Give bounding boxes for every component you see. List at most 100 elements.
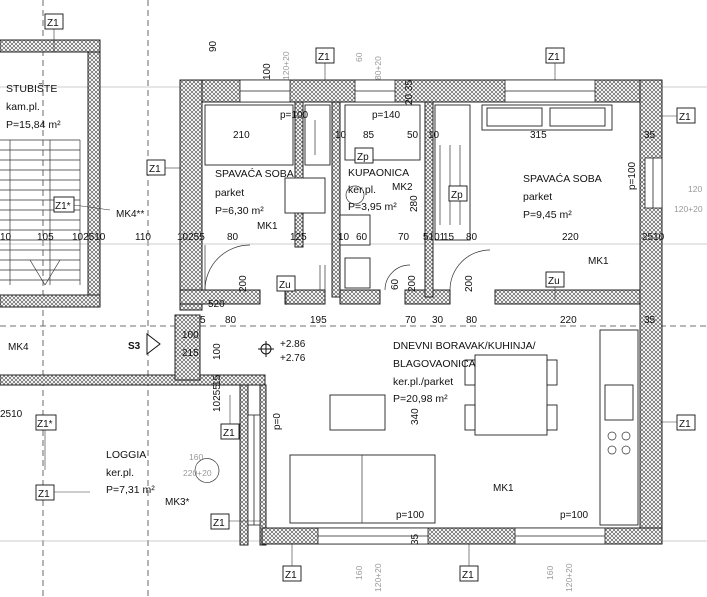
dim: 520 bbox=[208, 299, 225, 310]
dim: 60 bbox=[356, 232, 368, 243]
dim: 315 bbox=[530, 130, 547, 141]
dim: 340 bbox=[410, 408, 421, 425]
dim: 105 bbox=[37, 232, 54, 243]
dim: 80 bbox=[466, 232, 478, 243]
dim: 215 bbox=[182, 348, 199, 359]
dim: 70 bbox=[398, 232, 410, 243]
section-marker bbox=[146, 332, 274, 357]
room-stubiste-name: STUBIŠTE bbox=[6, 82, 57, 95]
dim: 10 bbox=[428, 130, 440, 141]
window-size: 160 bbox=[545, 566, 555, 580]
dim: p=100 bbox=[627, 161, 638, 190]
dim: 5 bbox=[200, 315, 206, 326]
tag-z1: Z1 bbox=[223, 428, 235, 439]
tag-z1: Z1 bbox=[318, 52, 330, 63]
dim: 2510 bbox=[0, 409, 23, 420]
dim: 100 bbox=[212, 343, 223, 360]
room-soba2-floor: parket bbox=[523, 191, 552, 203]
window-size: 120 bbox=[688, 184, 702, 194]
window-size: 80+20 bbox=[373, 56, 383, 80]
window-size: 120+20 bbox=[674, 204, 703, 214]
dim: 35 bbox=[644, 130, 656, 141]
dim: p=140 bbox=[372, 110, 401, 121]
room-loggia-name: LOGGIA bbox=[106, 449, 146, 461]
tag-z1: Z1 bbox=[149, 164, 161, 175]
dim: 80 bbox=[225, 315, 237, 326]
dim: 102510 bbox=[72, 232, 106, 243]
dim: 80 bbox=[227, 232, 239, 243]
room-dnevni-name1: DNEVNI BORAVAK/KUHINJA/ bbox=[393, 340, 536, 352]
furniture bbox=[204, 104, 639, 526]
tag-zp: Zp bbox=[357, 152, 369, 163]
windows bbox=[239, 79, 663, 545]
dim: 100 bbox=[182, 330, 199, 341]
room-dnevni-name2: BLAGOVAONICA bbox=[393, 358, 476, 370]
dim: p=100 bbox=[280, 110, 309, 121]
window-size: 120+20 bbox=[373, 563, 383, 592]
room-kupaonica-name: KUPAONICA bbox=[348, 167, 409, 179]
dim: 5101 bbox=[423, 232, 446, 243]
tag-zp: Zp bbox=[451, 190, 463, 201]
tag-z1-star: Z1* bbox=[37, 419, 53, 430]
dim: 125 bbox=[290, 232, 307, 243]
dim: p=100 bbox=[396, 510, 425, 521]
dim: 220 bbox=[562, 232, 579, 243]
dim: 70 bbox=[405, 315, 417, 326]
dim: 10255 bbox=[177, 232, 205, 243]
dim: 50 bbox=[407, 130, 419, 141]
tag-z1: Z1 bbox=[285, 570, 297, 581]
window-size: 120+20 bbox=[281, 51, 291, 80]
dim: 200 bbox=[407, 275, 418, 292]
dim: 200 bbox=[464, 275, 475, 292]
room-labels: STUBIŠTE kam.pl. P=15,84 m² SPAVAĆA SOBA… bbox=[6, 82, 602, 496]
room-soba1-floor: parket bbox=[215, 187, 244, 199]
dim: 35 bbox=[410, 533, 421, 545]
dim: 2510 bbox=[642, 232, 665, 243]
tag-mk2: MK2 bbox=[392, 182, 413, 193]
room-kupaonica-area: P=3,95 m² bbox=[348, 201, 397, 213]
tag-mk4-star: MK4** bbox=[116, 209, 144, 220]
window-size: 160 bbox=[189, 452, 203, 462]
dim: 15 bbox=[212, 374, 223, 386]
dim: 90 bbox=[208, 40, 219, 52]
dim: 10 bbox=[338, 232, 350, 243]
tag-mk3: MK3* bbox=[165, 497, 190, 508]
room-dnevni-floor: ker.pl./parket bbox=[393, 376, 453, 388]
dim: 60 bbox=[390, 278, 401, 290]
room-soba2-name: SPAVAĆA SOBA bbox=[523, 172, 602, 185]
window-size: 220+20 bbox=[183, 468, 212, 478]
room-stubiste-area: P=15,84 m² bbox=[6, 119, 61, 131]
tag-zu: Zu bbox=[548, 276, 560, 287]
dim: 10255 bbox=[212, 384, 223, 412]
tag-z1: Z1 bbox=[679, 419, 691, 430]
room-soba1-area: P=6,30 m² bbox=[215, 205, 264, 217]
room-dnevni-area: P=20,98 m² bbox=[393, 393, 448, 405]
dim: 10 bbox=[0, 232, 12, 243]
doors bbox=[194, 120, 491, 483]
tag-z1: Z1 bbox=[213, 518, 225, 529]
dim: 80 bbox=[466, 315, 478, 326]
room-loggia-area: P=7,31 m² bbox=[106, 484, 155, 496]
tag-z1: Z1 bbox=[548, 52, 560, 63]
level: +2.76 bbox=[280, 353, 306, 364]
tag-z1-star: Z1* bbox=[55, 201, 71, 212]
dim: 280 bbox=[409, 195, 420, 212]
room-soba2-area: P=9,45 m² bbox=[523, 209, 572, 221]
window-size: 100 bbox=[262, 63, 273, 80]
stairwell bbox=[0, 39, 101, 308]
tag-mk4: MK4 bbox=[8, 342, 29, 353]
tag-z1: Z1 bbox=[679, 112, 691, 123]
tag-mk1: MK1 bbox=[588, 256, 609, 267]
tag-mk1: MK1 bbox=[257, 221, 278, 232]
dim: 110 bbox=[135, 232, 151, 243]
dim: 15 bbox=[443, 232, 455, 243]
room-stubiste-floor: kam.pl. bbox=[6, 101, 40, 113]
tag-mk1: MK1 bbox=[493, 483, 514, 494]
tag-z1: Z1 bbox=[38, 489, 50, 500]
room-soba1-name: SPAVAĆA SOBA bbox=[215, 167, 294, 180]
dim: 210 bbox=[233, 130, 250, 141]
tag-z1: Z1 bbox=[47, 18, 59, 29]
section-label: S3 bbox=[128, 341, 141, 352]
window-size: 120+20 bbox=[564, 563, 574, 592]
dim: p=0 bbox=[272, 413, 283, 430]
